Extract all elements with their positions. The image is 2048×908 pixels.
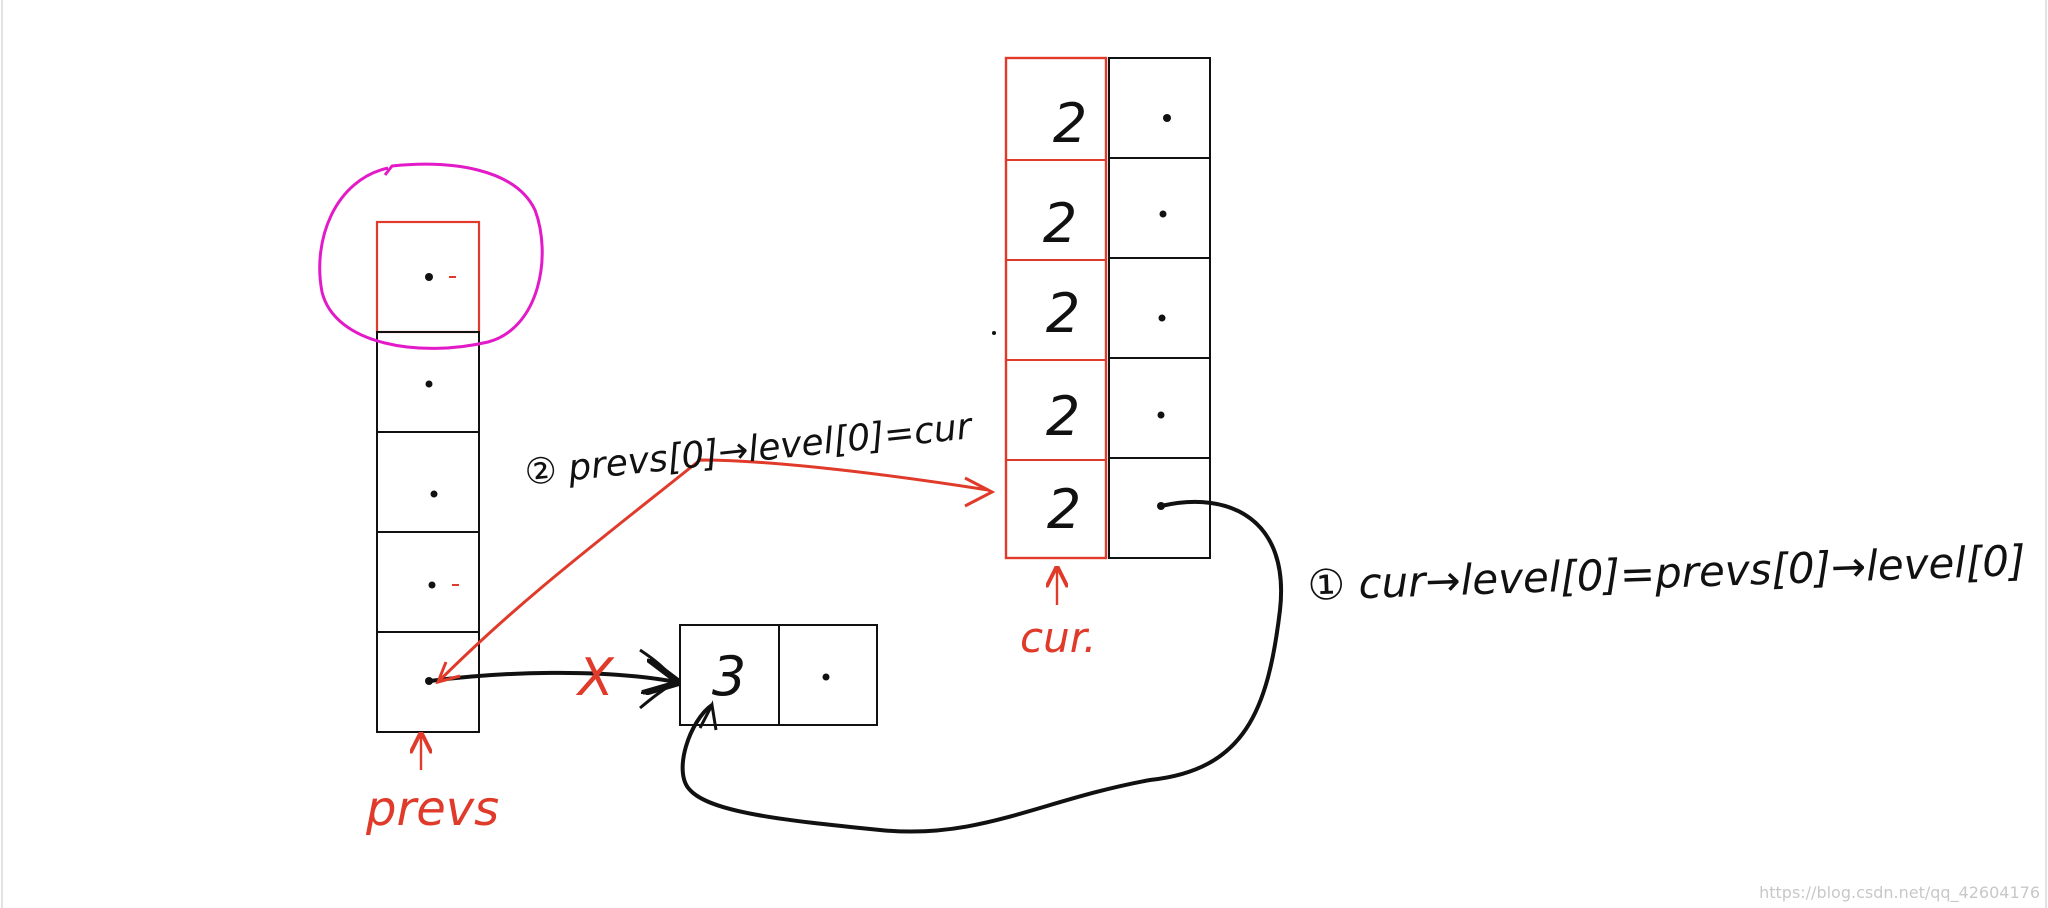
- step-one-arrow: [680, 499, 1284, 834]
- old-link-arrowhead: [639, 648, 679, 710]
- cur-node: 2 2 2 2 2: [1004, 56, 1211, 560]
- prevs-cell: [376, 531, 480, 633]
- step-one-annotation: ① cur→level[0]=prevs[0]→level[0]: [1307, 536, 2027, 610]
- prevs-top-pointer-dot: [425, 273, 433, 281]
- cur-label: cur.: [1020, 613, 1096, 662]
- pointer-dot: [1158, 314, 1166, 322]
- new-node-value: 3: [712, 645, 746, 708]
- pointer-dot: [430, 490, 438, 498]
- cur-pointer-cell: [1108, 457, 1211, 559]
- prevs-column: [375, 220, 481, 733]
- cur-pointer-cell: [1108, 257, 1211, 359]
- cur-level-value: 2: [1053, 92, 1087, 155]
- step-two-arrow-tail: [435, 661, 461, 685]
- cross-mark: X: [575, 648, 615, 708]
- pointer-dot: [1159, 210, 1167, 218]
- cur-pointer-cell: [1108, 157, 1211, 259]
- pointer-dot: [425, 380, 433, 388]
- step-two-arrowhead: [964, 476, 996, 508]
- cur-level-column: [1004, 56, 1108, 560]
- step-two-annotation: ② prevs[0]→level[0]=cur: [523, 406, 976, 494]
- cur-pointer-cell: [1108, 57, 1211, 159]
- cur-level-value: 2: [1047, 478, 1081, 541]
- cur-level-value: 2: [1046, 282, 1080, 345]
- step-one-arrowhead: [698, 700, 718, 731]
- new-node-pointer-cell: [778, 624, 878, 726]
- watermark: https://blog.csdn.net/qq_42604176: [1759, 883, 2040, 903]
- highlight-circle: [318, 162, 544, 350]
- cur-level-value: 2: [1043, 192, 1077, 255]
- old-link-arrow: [429, 673, 676, 682]
- pointer-dot: [1163, 114, 1171, 122]
- pointer-dot: [1157, 411, 1165, 419]
- cur-level-value: 2: [1046, 385, 1080, 448]
- stray-dot: [992, 331, 996, 335]
- pointer-dot: [822, 673, 830, 681]
- prevs-label: prevs: [365, 781, 499, 837]
- pointer-dot: [428, 581, 436, 589]
- prevs-cell: [376, 431, 480, 533]
- cur-pointer-cell: [1108, 357, 1211, 459]
- step-two-arrow: [436, 458, 989, 684]
